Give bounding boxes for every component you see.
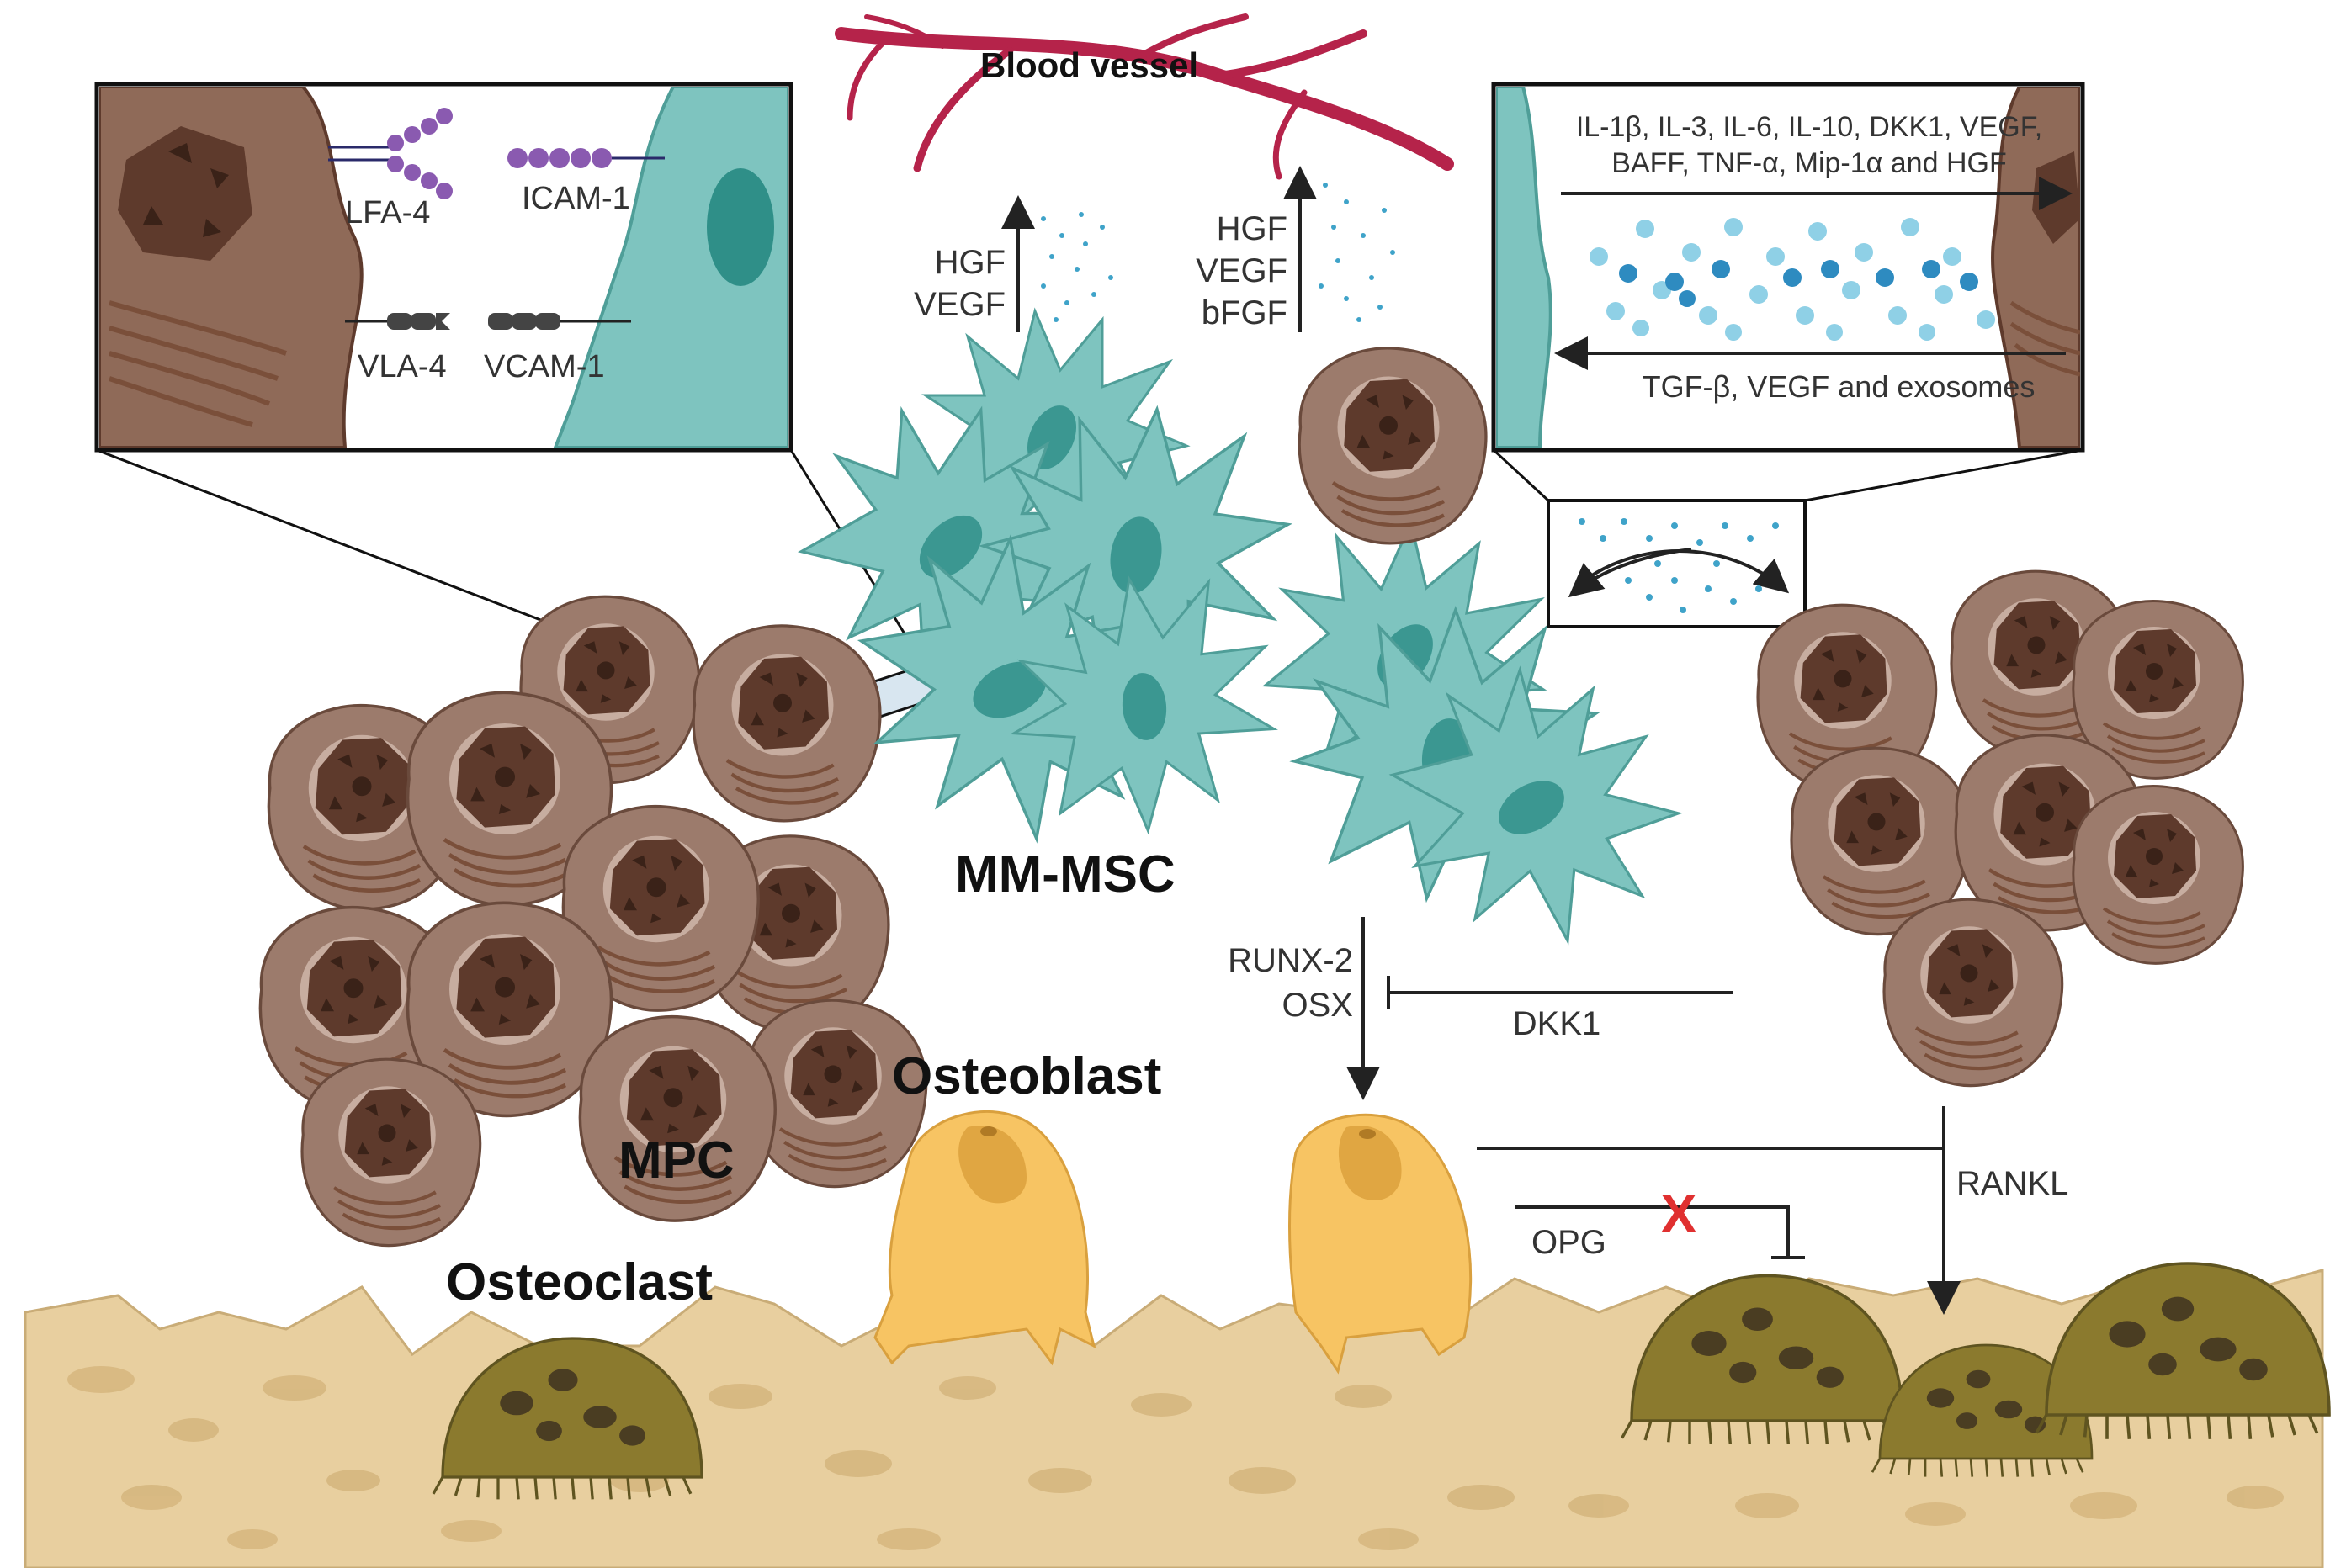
adhesion-inset — [94, 82, 794, 453]
vegf-label-left: VEGF — [914, 286, 1006, 323]
blood-vessel-label: Blood vessel — [980, 45, 1198, 85]
cytokines-line2: BAFF, TNF-α, Mip-1α and HGF — [1611, 147, 2006, 179]
osteoblast-label: Osteoblast — [892, 1047, 1161, 1105]
mpc-label: MPC — [618, 1131, 735, 1189]
dkk1-inhibition — [1387, 976, 1733, 1009]
cytokines-line1: IL-1β, IL-3, IL-6, IL-10, DKK1, VEGF, — [1576, 111, 2042, 143]
osteoblast-left — [873, 1110, 1096, 1366]
rankl-label: RANKL — [1956, 1165, 2068, 1202]
mpc-cluster — [260, 596, 926, 1245]
opg-label: OPG — [1531, 1224, 1606, 1261]
cytokine-inset — [1491, 82, 2085, 453]
dkk1-label: DKK1 — [1513, 1005, 1601, 1042]
osteoblast-right — [1288, 1113, 1473, 1375]
runx2-label: RUNX-2 — [1228, 942, 1353, 979]
exchange-mini — [1568, 518, 1790, 613]
vcam1-label: VCAM-1 — [484, 349, 605, 384]
bfgf-label: bFGF — [1202, 294, 1287, 331]
hgf-label-left: HGF — [935, 244, 1006, 281]
mm-msc-label: MM-MSC — [955, 845, 1176, 903]
vla4-label: VLA-4 — [358, 349, 447, 384]
migrating-myeloma-cell — [1299, 348, 1486, 543]
hgf-label-right: HGF — [1217, 210, 1287, 247]
right-mm-cluster — [1758, 571, 2245, 1085]
return-factors-label: TGF-β, VEGF and exosomes — [1643, 369, 2036, 404]
rankl-path — [1477, 1106, 1961, 1315]
lfa4-label: LFA-4 — [345, 195, 430, 230]
osx-label: OSX — [1282, 987, 1353, 1024]
icam1-label: ICAM-1 — [522, 181, 630, 216]
vegf-label-right: VEGF — [1196, 252, 1287, 289]
osteoclast-label: Osteoclast — [446, 1253, 713, 1311]
opg-inhibition — [1515, 1205, 1805, 1259]
secreted-particles — [1041, 183, 1395, 322]
blood-vessel — [835, 13, 1454, 180]
opg-blocked-mark: X — [1661, 1184, 1697, 1244]
